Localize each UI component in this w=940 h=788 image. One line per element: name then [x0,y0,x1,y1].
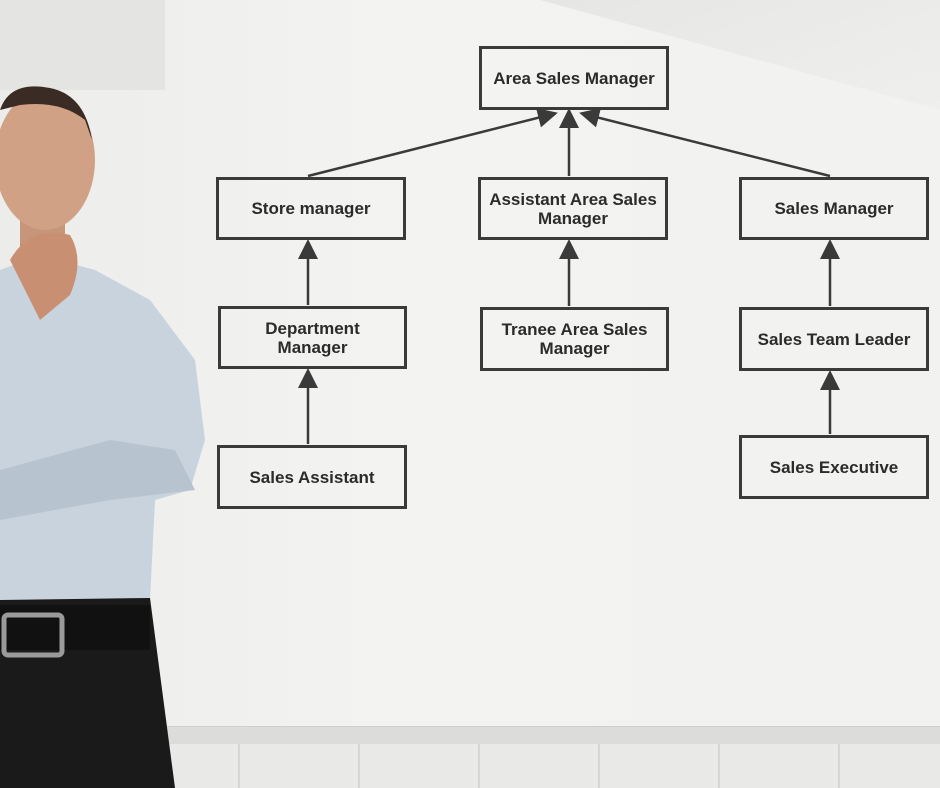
node-assistant-area-sales-manager: Assistant Area Sales Manager [478,177,668,240]
node-tranee-area-sales-manager: Tranee Area Sales Manager [480,307,669,371]
arrow-store-to-area [307,107,558,178]
node-sales-assistant: Sales Assistant [217,445,407,509]
baseboard [0,726,940,745]
node-department-manager: Department Manager [218,306,407,369]
node-sales-manager: Sales Manager [739,177,929,240]
node-area-sales-manager: Area Sales Manager [479,46,669,110]
node-sales-executive: Sales Executive [739,435,929,499]
node-store-manager: Store manager [216,177,406,240]
node-sales-team-leader: Sales Team Leader [739,307,929,371]
thinking-man-photo [0,0,205,788]
arrow-salesmgr-to-area [579,107,831,178]
